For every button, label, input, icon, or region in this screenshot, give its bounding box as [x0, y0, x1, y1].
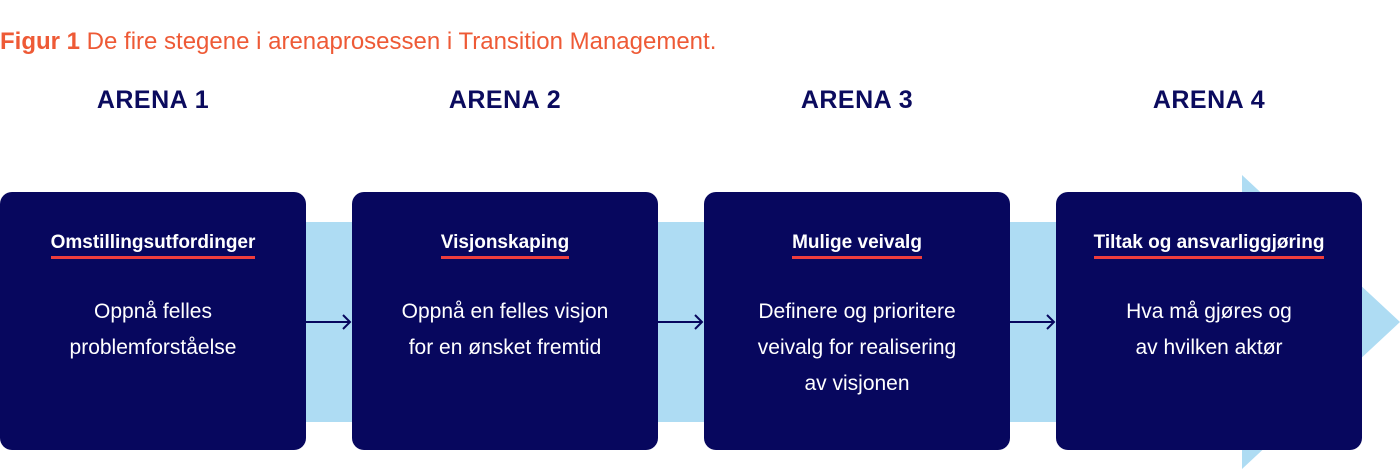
- arena-2-description-line-1: Oppnå en felles visjon: [401, 300, 609, 323]
- arena-3-description: Definere og prioritere veivalg for reali…: [714, 294, 1000, 402]
- arena-4-box: Tiltak og ansvarliggjøring Hva må gjøres…: [1056, 192, 1362, 450]
- arena-4-title: ARENA 4: [1152, 86, 1266, 114]
- arena-3-heading-text: Mulige veivalg: [792, 232, 922, 259]
- arena-4-heading-text: Tiltak og ansvarliggjøring: [1093, 232, 1325, 259]
- arena-1-description: Oppnå felles problemforståelse: [10, 294, 296, 366]
- small-right-arrow-icon: [658, 314, 704, 330]
- arena-2-description-line-2: for en ønsket fremtid: [408, 336, 602, 359]
- arena-1-heading-text: Omstillingsutfordinger: [50, 232, 256, 259]
- arena-3-description-line-1: Definere og prioritere: [758, 300, 956, 323]
- arena-1-box: Omstillingsutfordinger Oppnå felles prob…: [0, 192, 306, 450]
- small-right-arrow-icon: [1010, 314, 1056, 330]
- arena-1-description-line-1: Oppnå felles: [94, 300, 212, 323]
- arena-4-description-line-1: Hva må gjøres og: [1126, 300, 1292, 323]
- arena-2-heading: Visjonskaping: [352, 232, 658, 259]
- figure-caption-label: Figur 1: [0, 28, 81, 55]
- arena-3-heading: Mulige veivalg: [704, 232, 1010, 259]
- arena-2-description: Oppnå en felles visjon for en ønsket fre…: [362, 294, 648, 366]
- arena-2-title: ARENA 2: [448, 86, 562, 114]
- arena-1-title: ARENA 1: [96, 86, 210, 114]
- figure-caption-text: De fire stegene i arenaprosessen i Trans…: [80, 28, 717, 55]
- arena-3-description-line-3: av visjonen: [804, 372, 910, 395]
- small-right-arrow-icon: [306, 314, 352, 330]
- arena-4-description-line-2: av hvilken aktør: [1135, 336, 1283, 359]
- arena-1-description-line-2: problemforståelse: [69, 336, 237, 359]
- arena-1-heading: Omstillingsutfordinger: [0, 232, 306, 259]
- arena-4-description: Hva må gjøres og av hvilken aktør: [1066, 294, 1352, 366]
- arena-4-heading: Tiltak og ansvarliggjøring: [1056, 232, 1362, 259]
- figure-caption: Figur 1 De fire stegene i arenaprosessen…: [0, 28, 716, 56]
- arena-3-box: Mulige veivalg Definere og prioritere ve…: [704, 192, 1010, 450]
- arena-2-heading-text: Visjonskaping: [440, 232, 570, 259]
- arena-3-description-line-2: veivalg for realisering: [757, 336, 957, 359]
- arena-2-box: Visjonskaping Oppnå en felles visjon for…: [352, 192, 658, 450]
- arena-3-title: ARENA 3: [800, 86, 914, 114]
